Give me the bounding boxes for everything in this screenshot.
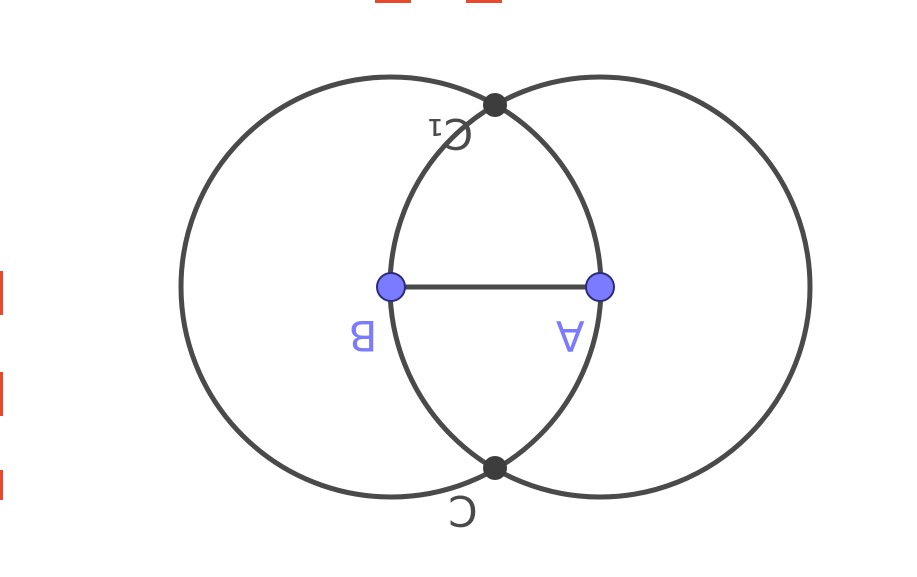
edge-mark <box>375 0 411 3</box>
point-b[interactable] <box>376 272 406 302</box>
edge-mark <box>0 372 3 416</box>
point-c1[interactable] <box>483 93 507 117</box>
point-a[interactable] <box>585 272 615 302</box>
edge-mark <box>466 0 502 3</box>
label-c1: C₁ <box>427 109 473 158</box>
edge-mark <box>0 470 3 500</box>
point-c[interactable] <box>483 456 507 480</box>
label-b: B <box>349 311 378 360</box>
label-a: A <box>556 311 585 360</box>
label-c: C <box>448 486 477 535</box>
edge-mark <box>0 271 3 315</box>
cropped-edge-marks <box>0 0 502 500</box>
